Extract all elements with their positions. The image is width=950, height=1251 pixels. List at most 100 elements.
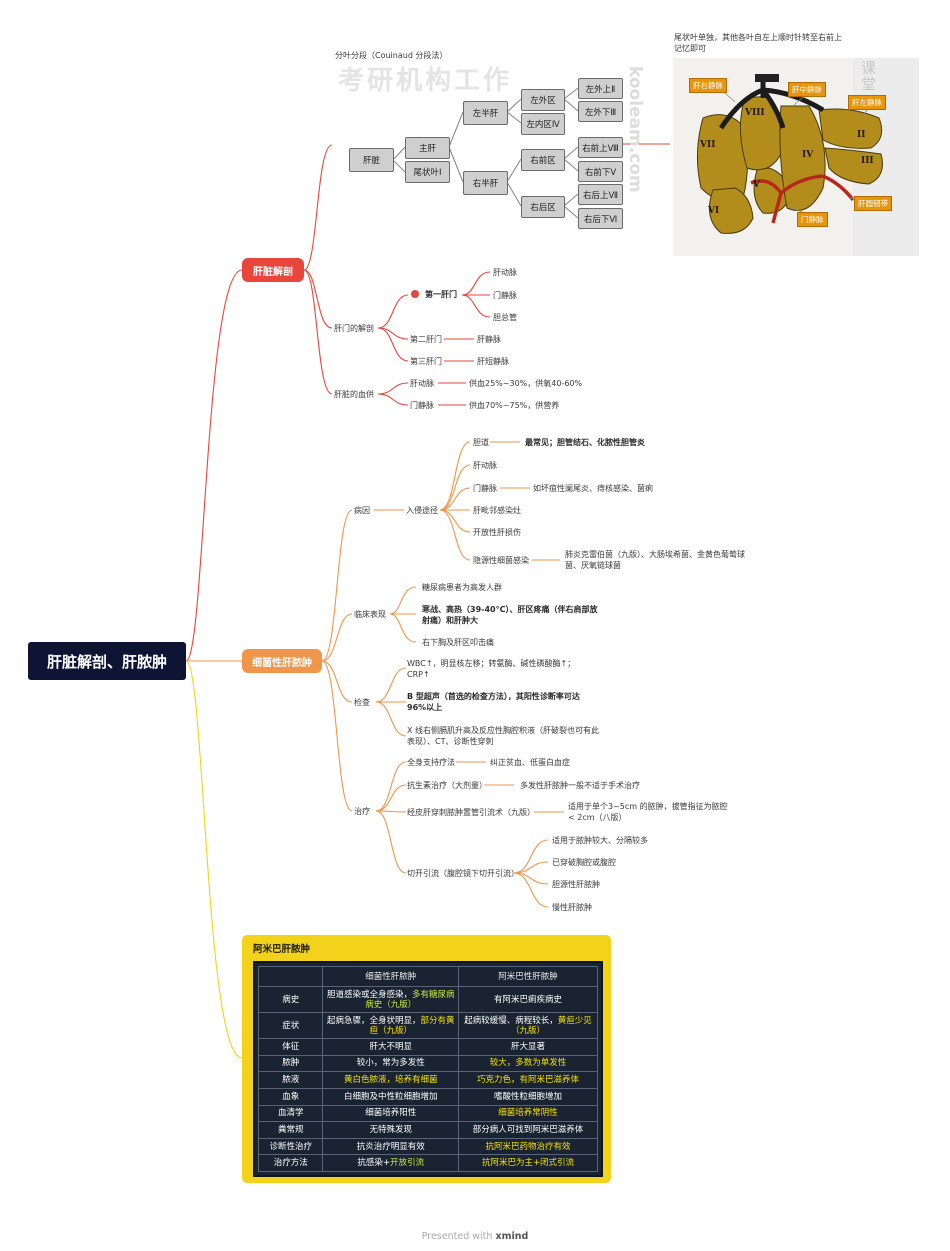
route-cryptogenic[interactable]: 隐源性细菌感染 [473,556,529,565]
cell-amoebic: 嗜酸性粒细胞增加 [458,1087,598,1106]
node-seg-5[interactable]: 右前下Ⅴ [578,161,623,182]
treatment-support-detail[interactable]: 纠正贫血、低蛋白血症 [490,758,570,767]
exam[interactable]: 检查 [354,698,370,707]
treatment-drain-detail[interactable]: 适用于单个3~5cm 的脓肿，拔管指征为脓腔 < 2cm（八版） [568,802,728,822]
exam-item-3[interactable]: X 线右侧膈肌升高及反应性胸腔积液（肝破裂也可有此表现）、CT、诊断性穿刺 [407,726,600,746]
node-seg-6[interactable]: 右后下Ⅵ [578,208,623,229]
hilum-anatomy[interactable]: 肝门的解剖 [334,324,374,333]
table-row: 病史 胆道感染或全身感染，多有糖尿病病史（九版） 有阿米巴痢疾病史 [257,986,598,1013]
footer-credit: Presented with xmind [0,1231,950,1242]
segment-label-5: V [753,180,760,190]
branch-amoebic-abscess[interactable]: 阿米巴肝脓肿 细菌性肝脓肿 阿米巴性肝脓肿 病史 胆道感染或全身感染，多有糖尿病… [242,935,611,1183]
route-adjacent[interactable]: 肝毗邻感染灶 [473,506,521,515]
exam-item-1[interactable]: WBC↑，明显核左移；转氨酶、碱性磷酸酶↑；CRP↑ [407,659,576,679]
memory-note: 尾状叶单独，其他各叶自左上顺时针转至右前上记忆即可 [674,33,842,53]
node-right-posterior[interactable]: 右后区 [521,196,565,218]
route-open-injury[interactable]: 开放性肝损伤 [473,528,521,537]
first-hilum-item-portal[interactable]: 门静脉 [493,291,517,300]
treatment[interactable]: 治疗 [354,807,370,816]
second-hilum-item[interactable]: 肝静脉 [477,335,501,344]
cell-amoebic: 部分病人可找到阿米巴滋养体 [458,1121,598,1139]
blood-artery-detail[interactable]: 供血25%~30%，供氧40-60% [469,379,583,388]
route-biliary-detail[interactable]: 最常见；胆管结石、化脓性胆管炎 [525,438,645,447]
open-item-1[interactable]: 适用于脓肿较大、分隔较多 [552,836,648,845]
node-main-liver[interactable]: 主肝 [405,137,450,159]
treatment-open[interactable]: 切开引流（腹腔镜下切开引流） [407,869,519,878]
table-header-empty [257,966,324,987]
label-middle-hepatic-vein: 肝中静脉 [788,82,826,97]
segment-label-8: VIII [745,108,765,118]
row-key: 粪常规 [257,1121,324,1139]
blood-portal[interactable]: 门静脉 [410,401,434,410]
watermark-text: 考研机构工作 [338,66,513,96]
cell-bacterial: 抗感染+开放引流 [322,1154,459,1172]
segment-label-6: VI [708,206,720,216]
first-hilum[interactable]: 第一肝门 [425,290,457,299]
third-hilum[interactable]: 第三肝门 [410,357,442,366]
node-right-half[interactable]: 右半肝 [463,171,508,195]
table-row: 粪常规 无特殊发现 部分病人可找到阿米巴滋养体 [257,1121,598,1139]
treatment-drain[interactable]: 经皮肝穿刺脓肿置管引流术（九版） [407,808,535,817]
row-key: 诊断性治疗 [257,1137,324,1156]
node-seg-7[interactable]: 右后上Ⅶ [578,184,623,205]
node-seg-2[interactable]: 左外上Ⅱ [578,78,623,99]
root-topic[interactable]: 肝脏解剖、肝脓肿 [28,642,186,680]
clinical-item-1[interactable]: 糖尿病患者为高发人群 [422,583,502,592]
invasion-route[interactable]: 入侵途径 [406,506,438,515]
label-left-hepatic-vein: 肝左静脉 [848,95,886,110]
table-row: 脓液 黄白色脓液，培养有细菌 巧克力色，有阿米巴滋养体 [257,1071,598,1089]
open-item-4[interactable]: 慢性肝脓肿 [552,903,592,912]
node-left-medial[interactable]: 左内区Ⅳ [521,113,565,135]
cell-bacterial: 胆道感染或全身感染，多有糖尿病病史（九版） [322,986,459,1013]
cause[interactable]: 病因 [354,506,370,515]
xmind-logo: xmind [495,1231,529,1242]
couinaud-caption: 分叶分段（Couinaud 分段法） [335,51,448,60]
row-key: 脓液 [257,1071,324,1089]
node-left-half[interactable]: 左半肝 [463,101,508,125]
open-item-2[interactable]: 已穿破胸腔或腹腔 [552,858,616,867]
label-portal-vein: 门静脉 [797,212,828,227]
treatment-antibiotic-detail[interactable]: 多发性肝脓肿一般不适于手术治疗 [520,781,640,790]
first-hilum-item-artery[interactable]: 肝动脉 [493,268,517,277]
node-caudate[interactable]: 尾状叶Ⅰ [405,161,450,183]
table-header-bacterial: 细菌性肝脓肿 [322,966,459,987]
image-side-watermark: 课堂 [861,59,877,93]
liver-drawing [696,58,919,256]
node-seg-3[interactable]: 左外下Ⅲ [578,101,623,122]
route-biliary[interactable]: 胆道 [473,438,489,447]
node-seg-8[interactable]: 右前上Ⅷ [578,137,623,158]
route-artery[interactable]: 肝动脉 [473,461,497,470]
clinical-item-2[interactable]: 寒战、高热（39-40°C）、肝区疼痛（伴右肩部放射痛）和肝肿大 [422,605,598,625]
exam-item-2[interactable]: B 型超声（首选的检查方法），其阳性诊断率可达96%以上 [407,692,580,712]
cell-bacterial: 黄白色脓液，培养有细菌 [322,1071,459,1089]
table-row: 血象 白细胞及中性粒细胞增加 嗜酸性粒细胞增加 [257,1087,598,1106]
blood-portal-detail[interactable]: 供血70%~75%，供营养 [469,401,560,410]
second-hilum[interactable]: 第二肝门 [410,335,442,344]
route-cryptogenic-detail[interactable]: 肺炎克雷伯菌（九版）、大肠埃希菌、金黄色葡萄球菌、厌氧链球菌 [565,550,745,570]
treatment-support[interactable]: 全身支持疗法 [407,758,455,767]
clinical[interactable]: 临床表现 [354,610,386,619]
table-row: 症状 起病急骤，全身状明显，部分有黄疸（九版） 起病较缓慢、病程较长，黄疸少见（… [257,1012,598,1039]
cell-amoebic: 抗阿米巴为主+闭式引流 [458,1154,598,1172]
route-portal[interactable]: 门静脉 [473,484,497,493]
branch-liver-anatomy[interactable]: 肝脏解剖 [242,258,304,282]
first-hilum-item-bile-duct[interactable]: 胆总管 [493,313,517,322]
treatment-antibiotic[interactable]: 抗生素治疗（大剂量） [407,781,487,790]
open-item-3[interactable]: 胆源性肝脓肿 [552,880,600,889]
blood-artery[interactable]: 肝动脉 [410,379,434,388]
cell-bacterial: 细菌培养阳性 [322,1104,459,1123]
blood-supply[interactable]: 肝脏的血供 [334,390,374,399]
table-row: 体征 肝大不明显 肝大显著 [257,1038,598,1056]
node-right-anterior[interactable]: 右前区 [521,149,565,171]
branch-bacterial-abscess[interactable]: 细菌性肝脓肿 [242,649,322,673]
cell-bacterial: 抗炎治疗明显有效 [322,1137,459,1156]
table-row: 治疗方法 抗感染+开放引流 抗阿米巴为主+闭式引流 [257,1154,598,1172]
node-liver[interactable]: 肝脏 [349,148,394,172]
node-left-lateral[interactable]: 左外区 [521,89,565,111]
segment-label-3: III [861,156,874,166]
route-portal-detail[interactable]: 如坏疽性阑尾炎、痔核感染、菌痢 [533,484,653,493]
third-hilum-item[interactable]: 肝短静脉 [477,357,509,366]
clinical-item-3[interactable]: 右下胸及肝区叩击痛 [422,638,494,647]
table-row: 诊断性治疗 抗炎治疗明显有效 抗阿米巴药物治疗有效 [257,1137,598,1156]
